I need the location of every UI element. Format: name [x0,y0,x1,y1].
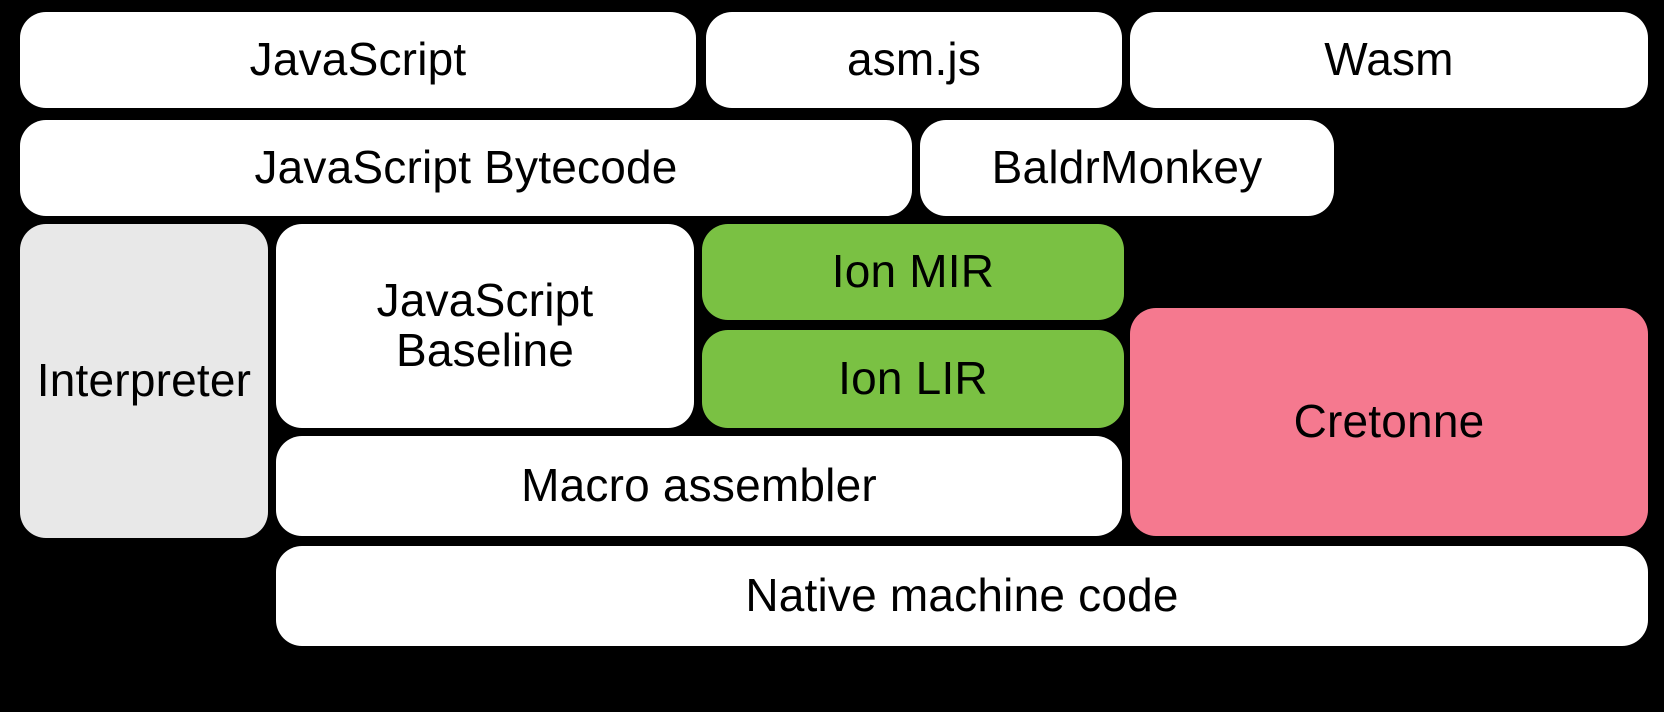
node-baldrmonkey[interactable]: BaldrMonkey [920,120,1334,216]
node-wasm[interactable]: Wasm [1130,12,1648,108]
node-label-javascript-bytecode: JavaScript Bytecode [254,141,678,194]
node-native-machine-code[interactable]: Native machine code [276,546,1648,646]
node-interpreter[interactable]: Interpreter [20,224,268,538]
node-label-javascript: JavaScript [249,33,467,86]
node-javascript[interactable]: JavaScript [20,12,696,108]
node-macro-assembler[interactable]: Macro assembler [276,436,1122,536]
node-label-asm-js: asm.js [846,33,982,86]
node-asm-js[interactable]: asm.js [706,12,1122,108]
node-ion-mir[interactable]: Ion MIR [702,224,1124,320]
node-label-javascript-baseline: JavaScript Baseline [376,274,594,376]
node-javascript-baseline[interactable]: JavaScript Baseline [276,224,694,428]
node-label-ion-lir: Ion LIR [838,352,988,405]
node-label-ion-mir: Ion MIR [831,245,995,298]
node-javascript-bytecode[interactable]: JavaScript Bytecode [20,120,912,216]
node-cretonne[interactable]: Cretonne [1130,308,1648,536]
node-ion-lir[interactable]: Ion LIR [702,330,1124,428]
node-label-cretonne: Cretonne [1293,395,1485,448]
node-label-baldrmonkey: BaldrMonkey [991,141,1263,194]
node-label-macro-assembler: Macro assembler [521,459,877,512]
node-label-native-machine-code: Native machine code [745,569,1179,622]
node-label-interpreter: Interpreter [36,354,252,407]
node-label-wasm: Wasm [1324,33,1454,86]
